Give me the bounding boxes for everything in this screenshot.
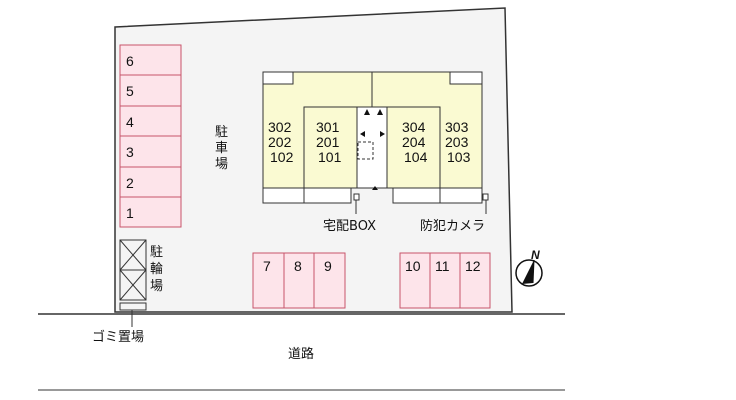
building (262, 71, 483, 204)
parking-space-4: 4 (119, 105, 182, 137)
unit-302: 302 (268, 119, 292, 135)
svg-text:駐: 駐 (150, 245, 163, 260)
svg-text:11: 11 (435, 258, 450, 274)
unit-104: 104 (404, 149, 428, 165)
svg-text:場: 場 (150, 279, 163, 294)
svg-text:場: 場 (215, 157, 228, 172)
road-label: 道路 (288, 346, 314, 362)
unit-301: 301 (316, 119, 340, 135)
delivery-box-label: 宅配BOX (323, 219, 376, 234)
unit-203: 203 (445, 134, 469, 150)
parking-space-9: 9 (313, 252, 346, 309)
parking-number: 1 (126, 205, 134, 221)
svg-text:駐: 駐 (215, 125, 228, 140)
unit-303: 303 (445, 119, 469, 135)
security-camera-icon (482, 193, 489, 201)
bicycle-parking (119, 239, 147, 301)
parking-label: 駐 車 場 (215, 125, 228, 172)
parking-number: 2 (126, 175, 134, 191)
parking-number: 5 (126, 83, 134, 99)
bicycle-parking-label: 駐 輪 場 (150, 245, 163, 294)
parking-space-8: 8 (283, 252, 315, 309)
svg-text:9: 9 (324, 258, 332, 274)
unit-102: 102 (270, 149, 294, 165)
unit-201: 201 (316, 134, 340, 150)
svg-text:7: 7 (263, 258, 271, 274)
parking-number: 6 (126, 53, 134, 69)
parking-space-3: 3 (119, 135, 182, 168)
security-camera-label: 防犯カメラ (420, 218, 485, 234)
garbage-area (119, 302, 147, 311)
unit-202: 202 (268, 134, 292, 150)
delivery-box-icon (353, 193, 360, 201)
garbage-label: ゴミ置場 (92, 329, 144, 345)
parking-space-7: 7 (252, 252, 285, 309)
unit-numbers: 302 202 102 301 201 101 304 204 104 303 … (268, 119, 471, 165)
parking-space-1: 1 (119, 196, 182, 228)
svg-text:車: 車 (215, 141, 228, 156)
unit-101: 101 (318, 149, 342, 165)
svg-text:10: 10 (405, 258, 421, 274)
parking-number: 3 (126, 144, 134, 160)
svg-text:12: 12 (465, 258, 481, 274)
parking-space-12: 12 (459, 252, 491, 309)
parking-space-6: 6 (119, 44, 182, 76)
unit-304: 304 (402, 119, 426, 135)
svg-text:8: 8 (294, 258, 302, 274)
parking-space-11: 11 (429, 252, 461, 309)
parking-mid: 7 8 9 (252, 252, 346, 309)
unit-204: 204 (402, 134, 426, 150)
parking-space-5: 5 (119, 74, 182, 107)
parking-space-10: 10 (399, 252, 431, 309)
compass-icon: N (515, 248, 543, 287)
unit-103: 103 (447, 149, 471, 165)
parking-number: 4 (126, 114, 134, 130)
parking-right: 10 11 12 (399, 252, 491, 309)
compass-north-label: N (531, 248, 540, 262)
svg-text:輪: 輪 (150, 261, 163, 277)
parking-left: 6 5 4 3 2 1 (119, 44, 182, 228)
parking-space-2: 2 (119, 166, 182, 198)
